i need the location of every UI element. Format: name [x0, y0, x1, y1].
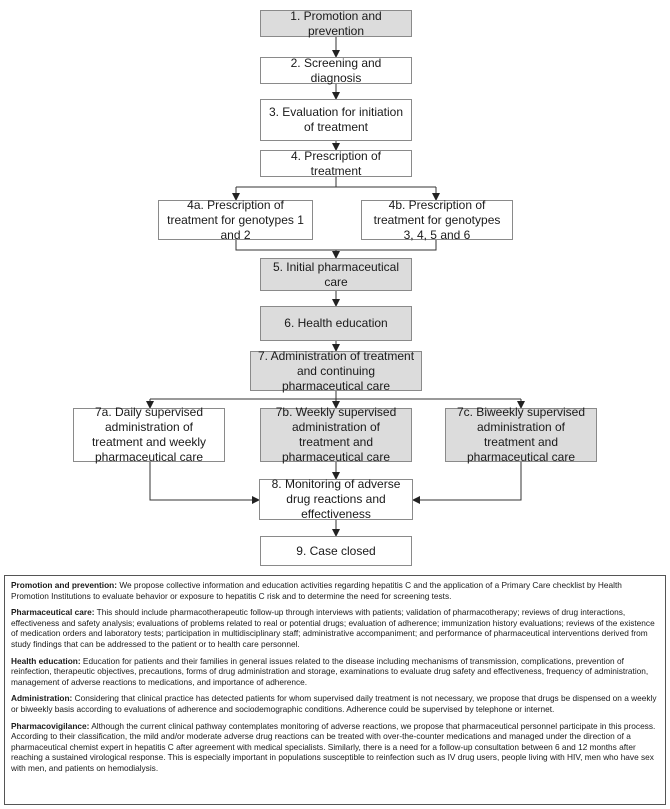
definition-health-education: Health education: Education for patients… — [11, 655, 649, 687]
node-promotion-prevention: 1. Promotion and prevention — [260, 9, 412, 38]
node-health-education: 6. Health education — [260, 306, 412, 341]
definitions-box: Promotion and prevention: We propose col… — [4, 575, 666, 805]
node-weekly-supervised: 7b. Weekly supervised administration of … — [260, 405, 412, 464]
definition-pharmaceutical-care: Pharmaceutical care: This should include… — [11, 607, 655, 649]
node-evaluation-initiation: 3. Evaluation for initiation of treatmen… — [260, 99, 412, 141]
node-prescription-genotypes-1-2: 4a. Prescription of treatment for genoty… — [158, 198, 313, 242]
node-administration-continuing-care: 7. Administration of treatment and conti… — [250, 349, 422, 393]
node-prescription-treatment: 4. Prescription of treatment — [260, 149, 412, 178]
node-case-closed: 9. Case closed — [260, 536, 412, 566]
arrow-7c-8 — [412, 462, 522, 504]
arrow-7a-8 — [149, 462, 260, 504]
node-biweekly-supervised: 7c. Biweekly supervised administration o… — [445, 405, 597, 464]
definition-administration: Administration: Considering that clinica… — [11, 693, 657, 714]
node-prescription-genotypes-3-6: 4b. Prescription of treatment for genoty… — [361, 198, 513, 242]
arrow-4b-merge — [336, 240, 437, 251]
arrow-4a-merge — [235, 240, 336, 251]
definition-pharmacovigilance: Pharmacovigilance: Although the current … — [11, 720, 656, 773]
node-screening-diagnosis: 2. Screening and diagnosis — [260, 56, 412, 85]
node-initial-pharmaceutical-care: 5. Initial pharmaceutical care — [260, 258, 412, 291]
node-monitoring-adverse-reactions: 8. Monitoring of adverse drug reactions … — [259, 477, 413, 521]
arrow-4-split — [236, 177, 436, 188]
definition-promotion: Promotion and prevention: We propose col… — [11, 580, 622, 601]
flow-connectors — [146, 36, 525, 537]
node-daily-supervised: 7a. Daily supervised administration of t… — [73, 405, 225, 464]
